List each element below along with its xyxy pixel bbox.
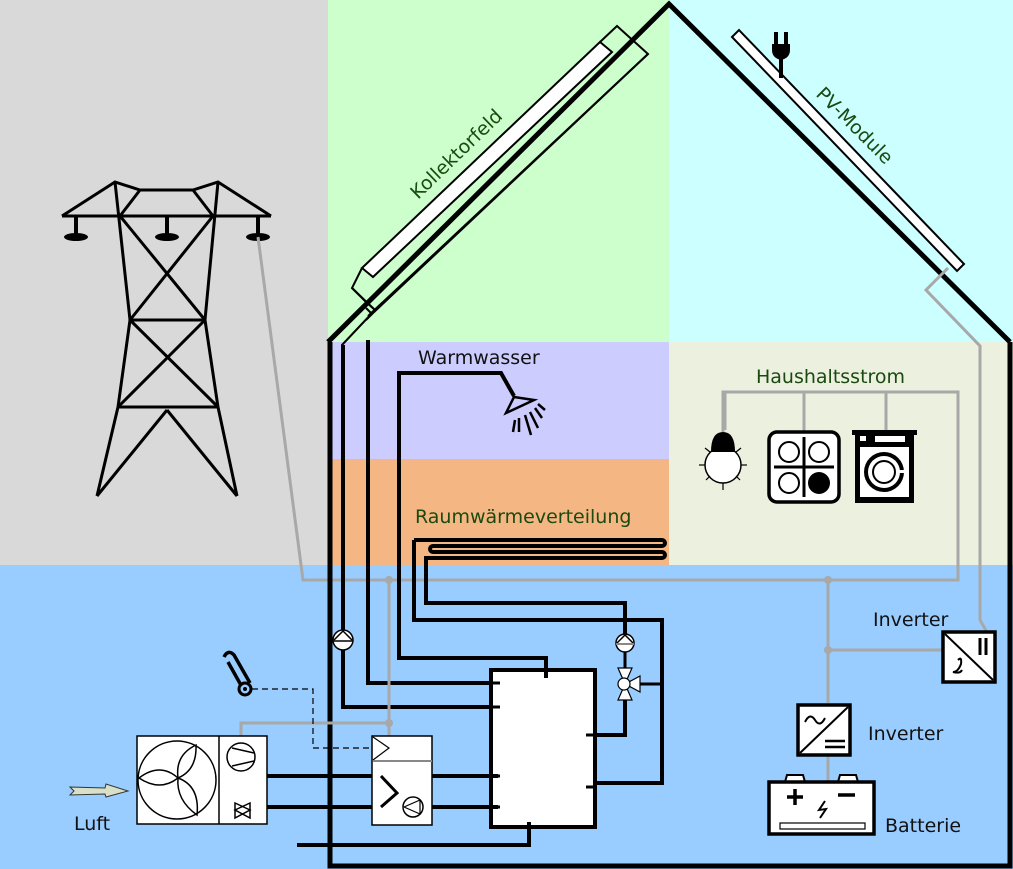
storage-tank[interactable] xyxy=(489,668,597,829)
sensor-signal-line xyxy=(252,688,372,749)
hot-water-pipe xyxy=(397,371,548,672)
plug-icon xyxy=(772,32,790,78)
space-heating-loop xyxy=(412,538,667,785)
hot-water-label: Warmwasser xyxy=(418,347,540,369)
collector-link-2 xyxy=(367,53,649,317)
heating-pump-icon[interactable] xyxy=(615,633,635,653)
light-bulb-icon xyxy=(699,432,747,490)
pv-inverter-icon[interactable] xyxy=(941,630,997,684)
heat-exchanger-unit[interactable] xyxy=(371,735,433,826)
zone-grid xyxy=(0,0,328,565)
stove-icon xyxy=(767,430,841,504)
house-walls xyxy=(327,342,1013,869)
fan-icon xyxy=(137,740,217,820)
washing-machine-icon xyxy=(852,430,917,503)
house-roof xyxy=(326,0,1012,344)
collector-pump-icon[interactable] xyxy=(332,629,354,651)
pv-modules xyxy=(730,28,990,635)
grid-connection-wire xyxy=(256,236,960,582)
collector-flow-pipe xyxy=(366,340,498,685)
space-heating-label: Raumwärmeverteilung xyxy=(415,506,631,528)
battery-inverter-label: Inverter xyxy=(868,723,944,745)
air-label: Luft xyxy=(74,813,110,835)
heat-pump-unit[interactable] xyxy=(136,735,268,825)
air-inlet-arrow-icon xyxy=(68,783,130,798)
shower-icon xyxy=(503,395,546,436)
battery-label: Batterie xyxy=(885,815,961,837)
household-label: Haushaltsstrom xyxy=(756,366,905,388)
battery-inverter-icon[interactable] xyxy=(796,703,852,757)
cold-water-inlet-pipe xyxy=(297,822,531,847)
pv-inverter-label: Inverter xyxy=(873,609,949,631)
power-pylon-icon xyxy=(61,180,272,497)
mixing-valve-icon[interactable] xyxy=(586,652,662,737)
collector-return-pipe xyxy=(341,345,498,709)
compressor-icon xyxy=(226,742,256,772)
household-wiring xyxy=(721,390,958,433)
electric-bus xyxy=(239,576,943,782)
battery-icon[interactable] xyxy=(767,774,876,836)
thermometer-icon xyxy=(222,650,253,697)
zone-hot-water xyxy=(328,342,669,459)
expansion-valve-icon xyxy=(233,801,252,820)
